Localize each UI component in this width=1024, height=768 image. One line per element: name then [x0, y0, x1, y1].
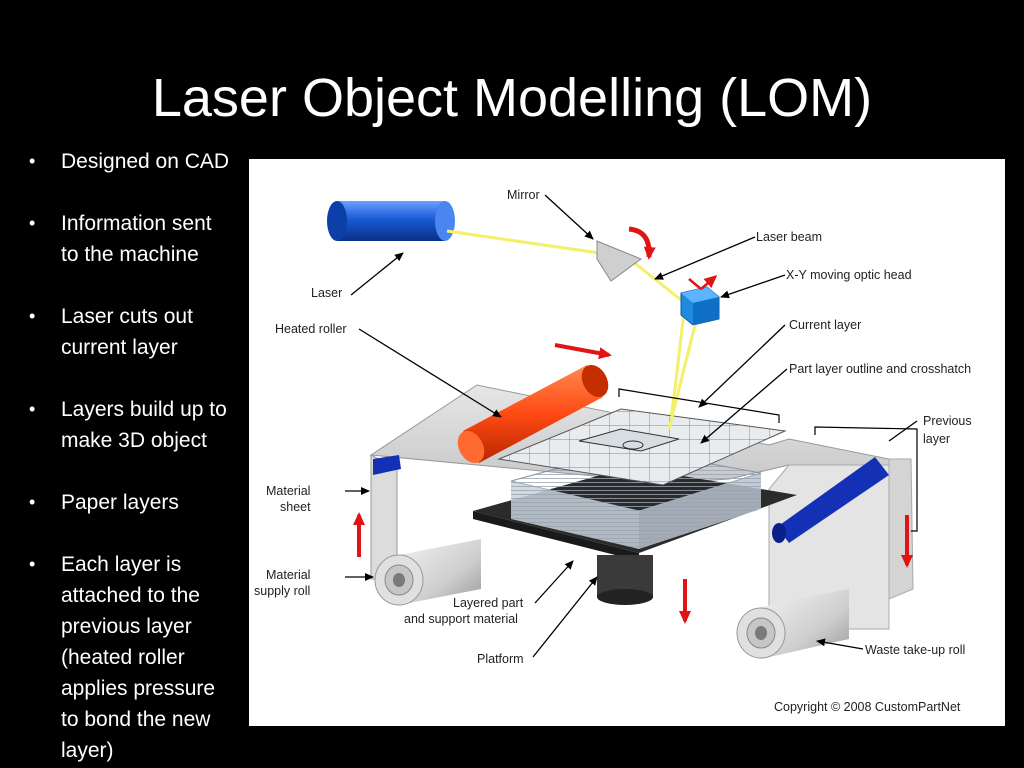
beam-to-part — [667, 324, 697, 430]
left-blue-roller — [373, 455, 401, 475]
bullet-text: Laser cuts out — [61, 305, 193, 328]
bullet-text: layer) — [61, 739, 114, 762]
leader-lines — [345, 194, 918, 658]
lom-diagram-svg: Mirror Laser beam X-Y moving optic head … — [254, 188, 972, 714]
bullet-text: Paper layers — [61, 491, 179, 514]
bullet-text: Designed on CAD — [61, 150, 230, 173]
label-layered-part: and support material — [404, 612, 518, 626]
label-optic-head: X-Y moving optic head — [786, 268, 912, 282]
bullet-dot: • — [29, 399, 36, 419]
slide-title: Laser Object Modelling (LOM) — [151, 68, 873, 128]
bullet-dot: • — [29, 492, 36, 512]
bullet-dot: • — [29, 306, 36, 326]
bullet-dot: • — [29, 554, 36, 574]
bullet-text: Each layer is — [61, 553, 182, 576]
bullet-dot: • — [29, 151, 36, 171]
bullet-item: • Paper layers — [26, 487, 252, 518]
supply-roll — [374, 539, 481, 606]
laser-unit — [327, 201, 455, 241]
bullet-text: Layers build up to — [61, 398, 227, 421]
label-waste-roll: Waste take-up roll — [865, 643, 965, 657]
bullet-item: • Layers build up to make 3D object — [26, 394, 252, 456]
bullet-item: • Information sent to the machine — [26, 208, 252, 270]
waste-roll — [736, 589, 849, 659]
motion-arrows — [353, 512, 913, 624]
bullet-text: Information sent — [61, 212, 212, 235]
bullet-text: previous layer — [61, 615, 192, 638]
mirror — [596, 226, 656, 282]
label-mirror: Mirror — [507, 188, 540, 202]
previous-layer-bracket — [814, 426, 918, 532]
label-supply-roll: Material — [266, 568, 310, 582]
label-current-layer: Current layer — [789, 318, 861, 332]
bullet-item: • Designed on CAD — [26, 146, 252, 177]
bullet-text: to bond the new — [61, 708, 211, 731]
right-blue-roller — [772, 457, 889, 543]
bullet-text: (heated roller — [61, 646, 185, 669]
bullet-item: • Laser cuts out current layer — [26, 301, 252, 363]
bullet-item: • Each layer is attached to the previous… — [26, 549, 252, 766]
bullet-dot: • — [29, 213, 36, 233]
label-previous-layer: layer — [923, 432, 950, 446]
label-platform: Platform — [477, 652, 524, 666]
optic-head — [680, 275, 720, 326]
bullet-text: applies pressure — [61, 677, 216, 700]
bullet-text: current layer — [61, 336, 178, 359]
bullet-text: make 3D object — [61, 429, 207, 452]
bullet-list: • Designed on CAD • Information sent to … — [26, 146, 252, 766]
label-layered-part: Layered part — [453, 596, 524, 610]
label-part-outline: Part layer outline and crosshatch — [789, 362, 971, 376]
label-laser-beam: Laser beam — [756, 230, 822, 244]
label-laser: Laser — [311, 286, 342, 300]
label-previous-layer: Previous — [923, 414, 972, 428]
lom-diagram: Mirror Laser beam X-Y moving optic head … — [249, 159, 1005, 726]
heated-roller — [457, 343, 612, 464]
copyright-text: Copyright © 2008 CustomPartNet — [774, 700, 961, 714]
bullet-text: attached to the — [61, 584, 200, 607]
bullet-text: to the machine — [61, 243, 199, 266]
label-heated-roller: Heated roller — [275, 322, 347, 336]
label-material-sheet: Material — [266, 484, 310, 498]
label-material-sheet: sheet — [280, 500, 311, 514]
label-supply-roll: supply roll — [254, 584, 310, 598]
current-layer-grid — [497, 408, 787, 486]
